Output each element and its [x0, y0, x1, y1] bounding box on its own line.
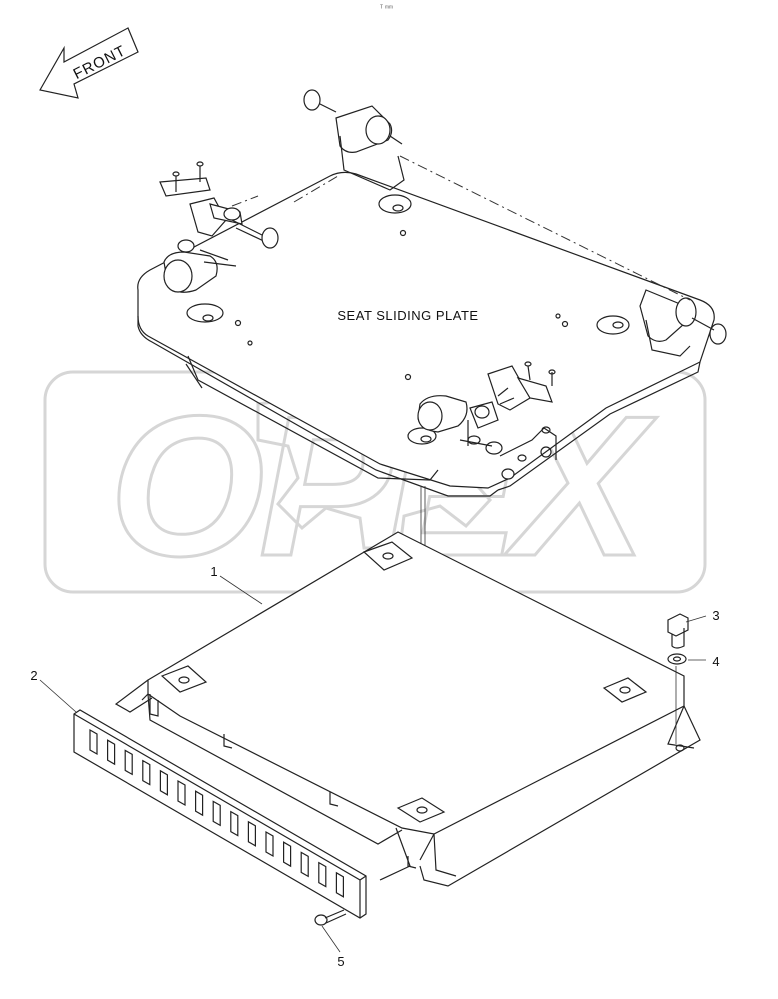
callout-5: 5	[321, 925, 345, 969]
assembly-title: SEAT SLIDING PLATE	[337, 308, 478, 323]
louver-slot	[195, 790, 204, 817]
arrow-left-icon	[39, 27, 139, 99]
svg-text:ᵀ ᵐᵐ: ᵀ ᵐᵐ	[380, 5, 393, 12]
louver-slot	[318, 861, 327, 888]
seat-sliding-plate: SEAT SLIDING PLATE	[137, 89, 727, 497]
callout-2: 2	[30, 668, 77, 713]
front-arrow: FRONT	[39, 27, 139, 99]
svg-text:3: 3	[712, 608, 719, 623]
louver-slot	[265, 830, 274, 858]
louver-slot	[89, 728, 98, 756]
louver-slot	[159, 769, 168, 796]
svg-text:4: 4	[712, 654, 719, 669]
svg-text:5: 5	[337, 954, 344, 969]
louver-slot	[283, 841, 292, 868]
louver-slot	[230, 810, 239, 837]
callout-3: 3	[685, 608, 720, 623]
front-label: FRONT	[71, 42, 129, 83]
louver-slot	[335, 871, 344, 898]
callout-1: 1	[210, 564, 263, 605]
louver-slot	[124, 749, 133, 776]
louver-slot	[300, 851, 309, 878]
louver-slot	[177, 779, 186, 807]
screw	[314, 909, 347, 926]
louver-slot	[247, 820, 256, 847]
louver-slot	[107, 739, 116, 766]
svg-text:1: 1	[210, 564, 217, 579]
bolt	[667, 613, 689, 649]
callout-4: 4	[688, 654, 720, 669]
louver-slot	[142, 759, 151, 786]
svg-text:2: 2	[30, 668, 37, 683]
louvered-cover	[73, 709, 367, 919]
louver-slot	[212, 800, 221, 827]
base-plate	[114, 531, 701, 887]
washer	[667, 653, 687, 744]
